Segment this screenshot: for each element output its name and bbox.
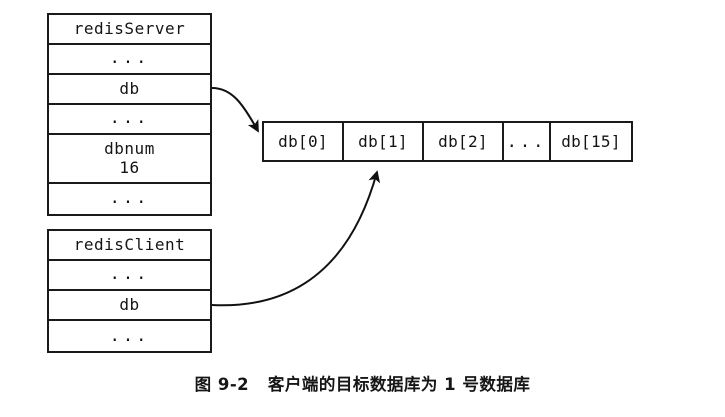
redis-server-dbnum-label: dbnum bbox=[104, 139, 155, 159]
redis-server-ellipsis-row-1: ... bbox=[49, 45, 210, 75]
redis-server-ellipsis-row-3: ... bbox=[109, 188, 150, 209]
redis-server-dbnum-row: dbnum 16 bbox=[49, 135, 210, 184]
db-array-cell-ellipsis: ... bbox=[504, 123, 551, 160]
arrow-client-db-to-db1 bbox=[211, 170, 381, 307]
redis-client-ellipsis-row-2: ... bbox=[109, 325, 150, 346]
db-array-cell-1: db[1] bbox=[344, 123, 424, 160]
redis-server-db-field-row: db bbox=[49, 75, 210, 105]
redis-server-ellipsis-row-2: ... bbox=[49, 105, 210, 135]
redis-server-title-row: redisServer bbox=[49, 15, 210, 45]
redis-server-struct: redisServer ... db ... dbnum 16 ... bbox=[47, 13, 212, 216]
redis-client-title-row: redisClient bbox=[49, 231, 210, 261]
redis-client-ellipsis-row-1: ... bbox=[49, 261, 210, 291]
redis-client-db-field-row: db bbox=[49, 291, 210, 321]
db-array-cell-0: db[0] bbox=[264, 123, 344, 160]
figure-caption: 图 9-2 客户端的目标数据库为 1 号数据库 bbox=[194, 375, 531, 394]
db-array-cell-15: db[15] bbox=[561, 132, 621, 151]
redis-client-struct: redisClient ... db ... bbox=[47, 229, 212, 353]
db-array: db[0] db[1] db[2] ... db[15] bbox=[262, 121, 633, 162]
arrow-server-db-to-array bbox=[211, 87, 259, 133]
db-array-cell-2: db[2] bbox=[424, 123, 504, 160]
redis-server-dbnum-value: 16 bbox=[119, 157, 140, 177]
